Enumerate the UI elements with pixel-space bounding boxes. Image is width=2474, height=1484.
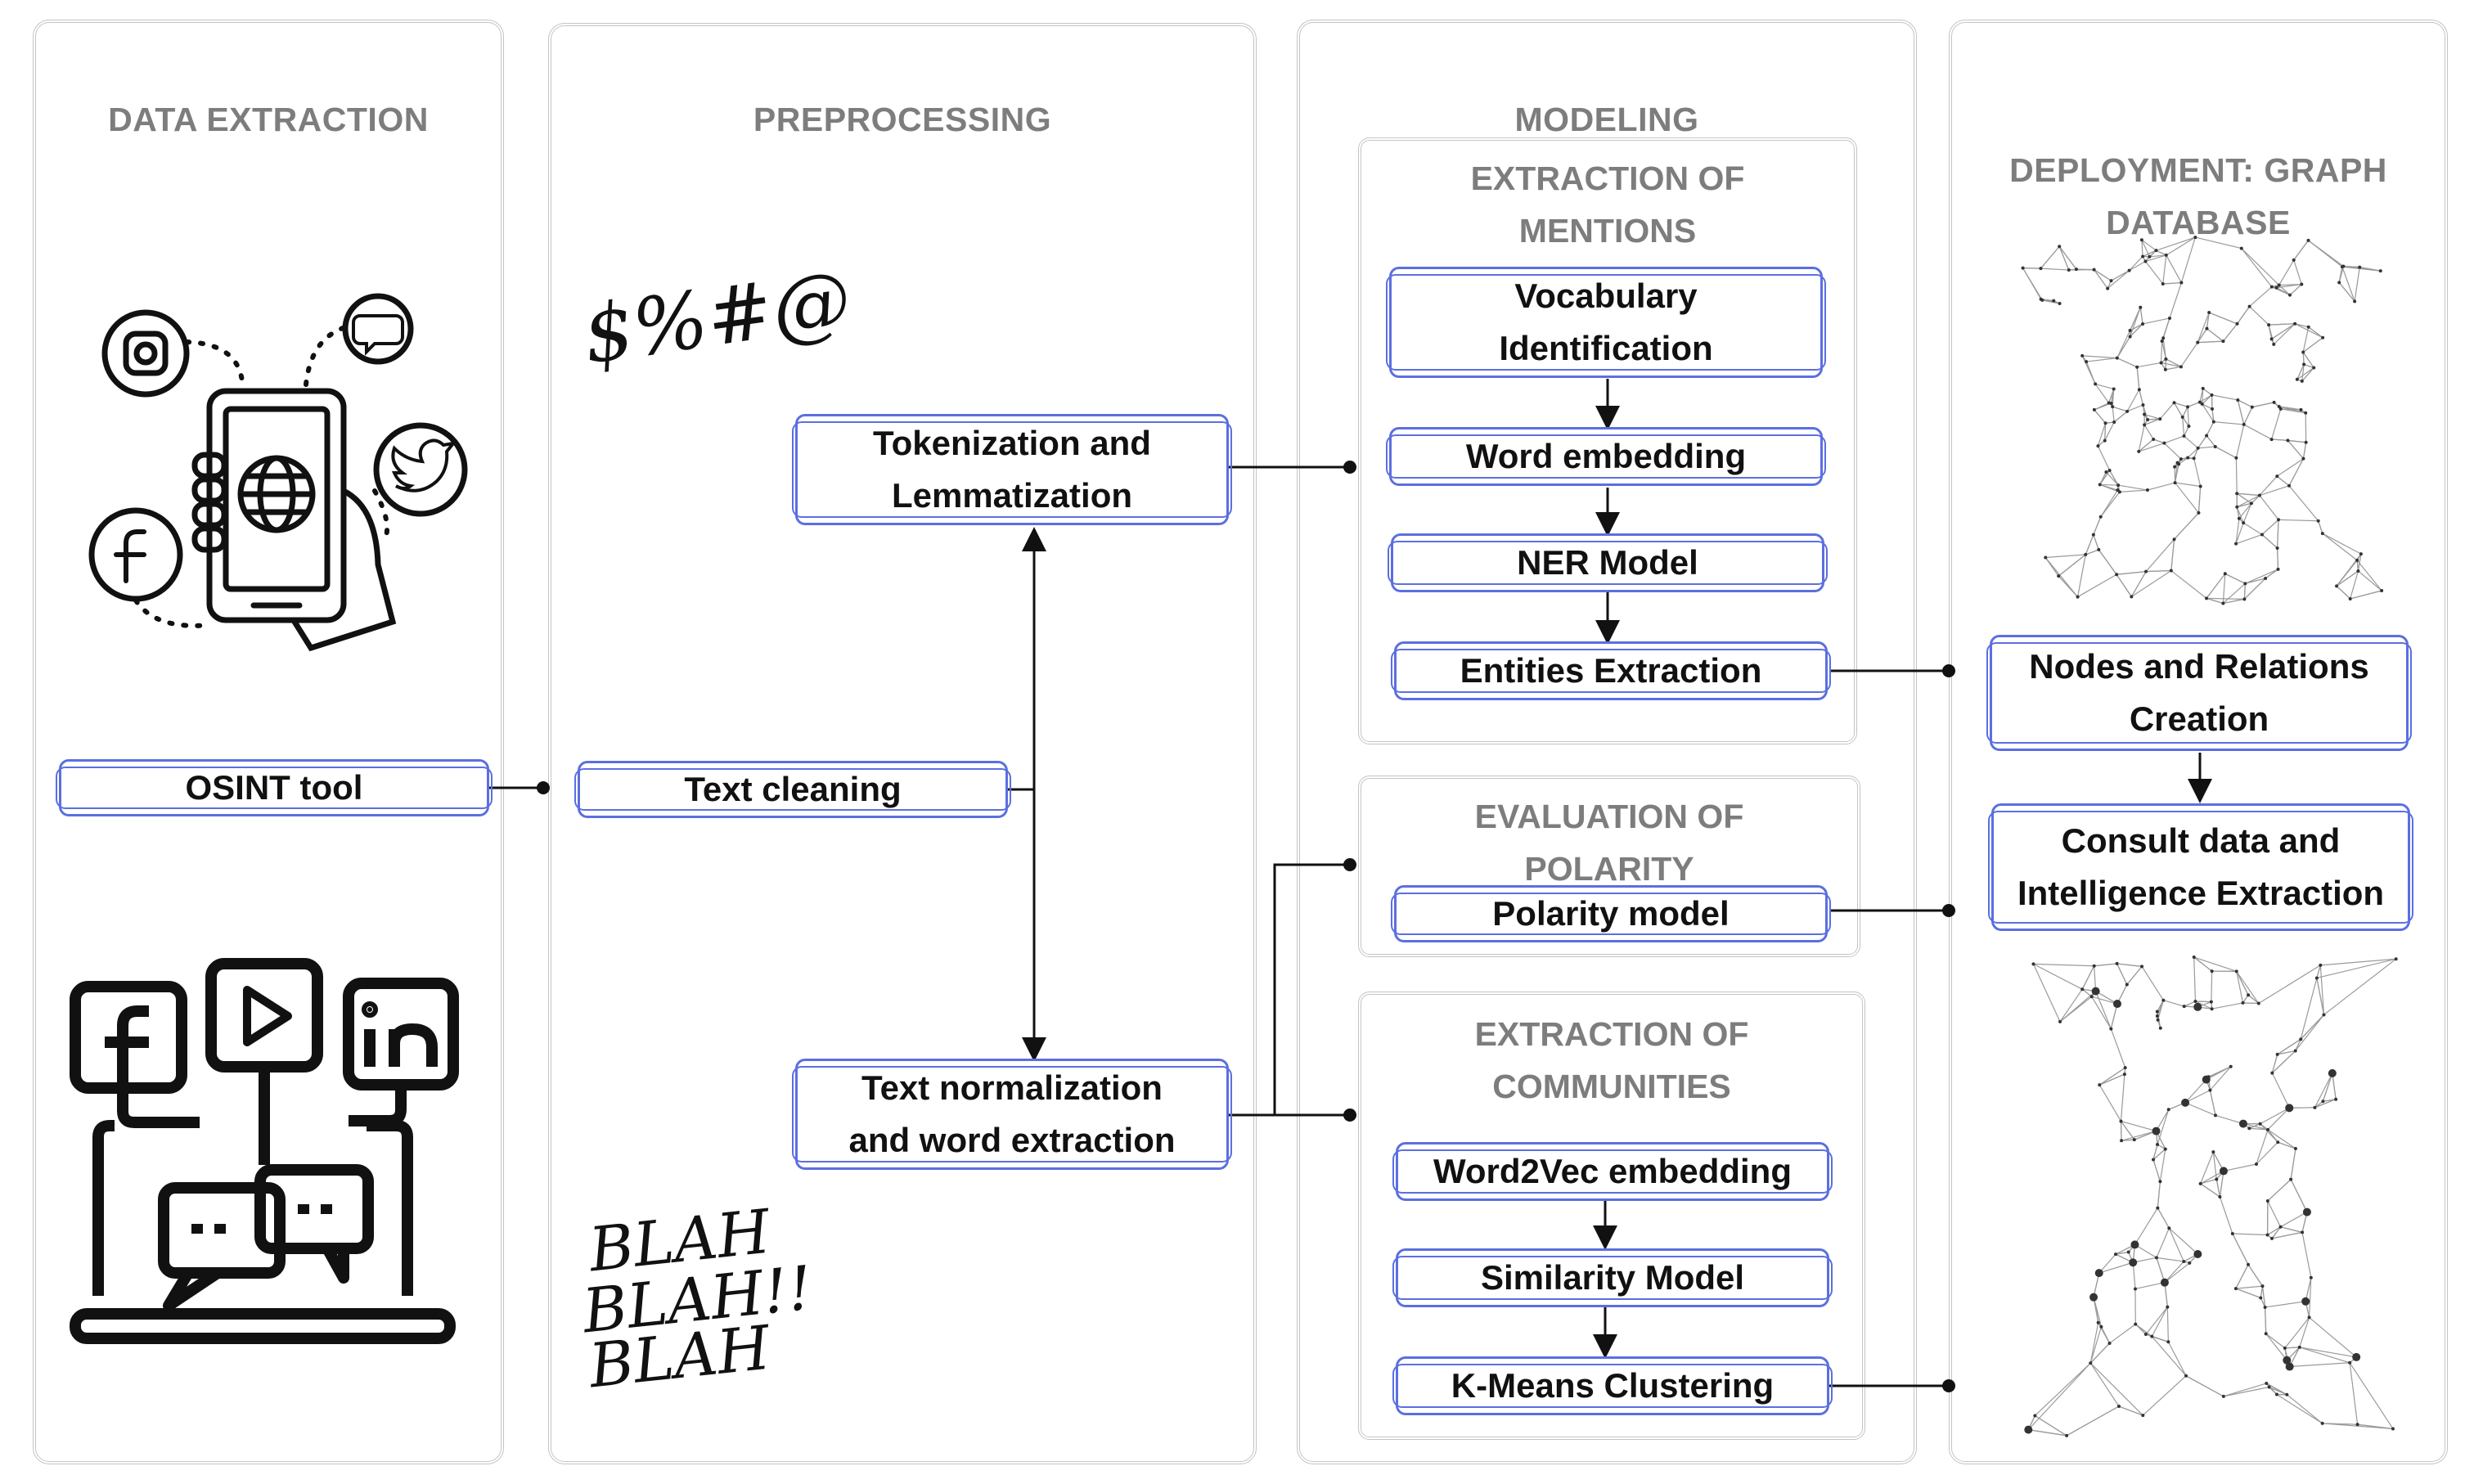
kmeans-label: K-Means Clustering (1451, 1366, 1775, 1405)
polarity-model-box[interactable]: Polarity model (1391, 885, 1831, 942)
osint-tool-label: OSINT tool (185, 768, 363, 807)
kmeans-clustering-box[interactable]: K-Means Clustering (1392, 1356, 1833, 1415)
nodes-relations-label-line1: Nodes and Relations (2029, 647, 2369, 686)
mentions-title-line1: EXTRACTION OF (1470, 160, 1745, 197)
connector-normalization-polarity (1273, 863, 1350, 1115)
tokenization-label-line1: Tokenization and (873, 424, 1151, 462)
word-embedding-label: Word embedding (1465, 437, 1747, 475)
entities-extraction-label: Entities Extraction (1460, 651, 1762, 690)
nodes-relations-label-line2: Creation (2129, 699, 2269, 738)
text-normalization-label-line2: and word extraction (848, 1121, 1176, 1159)
instagram-icon (101, 309, 190, 398)
vocabulary-label-line1: Vocabulary (1514, 277, 1698, 315)
linkedin-icon (343, 978, 459, 1091)
network-graph-lines (2021, 236, 2384, 605)
mentions-title-line2: MENTIONS (1518, 212, 1697, 250)
text-cleaning-box[interactable]: Text cleaning (574, 761, 1011, 818)
communities-title-line2: COMMUNITIES (1492, 1068, 1731, 1105)
word-embedding-box[interactable]: Word embedding (1386, 427, 1826, 486)
laptop-chat-icon (70, 1067, 456, 1344)
text-normalization-label-line1: Text normalization (861, 1068, 1163, 1107)
tokenization-label-line2: Lemmatization (891, 476, 1133, 515)
similarity-model-box[interactable]: Similarity Model (1392, 1248, 1833, 1307)
tokenization-lemmatization-box[interactable]: Tokenization and Lemmatization (792, 414, 1232, 525)
osint-tool-box[interactable]: OSINT tool (56, 759, 493, 816)
deployment-header-line1: DEPLOYMENT: GRAPH (2009, 151, 2387, 189)
vocabulary-label-line2: Identification (1499, 329, 1713, 367)
consult-label-line1: Consult data and (2061, 821, 2341, 860)
data-extraction-header: DATA EXTRACTION (108, 101, 429, 138)
text-normalization-box[interactable]: Text normalization and word extraction (792, 1059, 1232, 1170)
polarity-model-label: Polarity model (1492, 894, 1730, 933)
polarity-title-line1: EVALUATION OF (1474, 798, 1744, 835)
ner-model-label: NER Model (1517, 543, 1698, 582)
smartphone-globe-icon (191, 388, 397, 652)
word2vec-label: Word2Vec embedding (1433, 1152, 1792, 1190)
data-extraction-column: DATA EXTRACTION (33, 20, 504, 1464)
similarity-model-label: Similarity Model (1480, 1258, 1745, 1297)
twitter-icon (373, 422, 468, 517)
preprocessing-header: PREPROCESSING (753, 101, 1052, 138)
preprocessing-column: PREPROCESSING (548, 23, 1257, 1464)
consult-label-line2: Intelligence Extraction (2017, 874, 2385, 912)
polarity-title-line2: POLARITY (1524, 850, 1694, 888)
ner-model-box[interactable]: NER Model (1388, 533, 1828, 592)
network-graph-lines (2024, 956, 2398, 1437)
deployment-header-line2: DATABASE (2106, 204, 2291, 241)
word2vec-embedding-box[interactable]: Word2Vec embedding (1392, 1142, 1833, 1201)
consult-data-box[interactable]: Consult data and Intelligence Extraction (1988, 803, 2413, 931)
vocabulary-identification-box[interactable]: Vocabulary Identification (1386, 267, 1826, 378)
nodes-relations-box[interactable]: Nodes and Relations Creation (1986, 635, 2412, 751)
modeling-header: MODELING (1514, 101, 1699, 138)
entities-extraction-box[interactable]: Entities Extraction (1391, 641, 1831, 700)
communities-title-line1: EXTRACTION OF (1474, 1015, 1749, 1053)
text-cleaning-label: Text cleaning (684, 770, 902, 808)
